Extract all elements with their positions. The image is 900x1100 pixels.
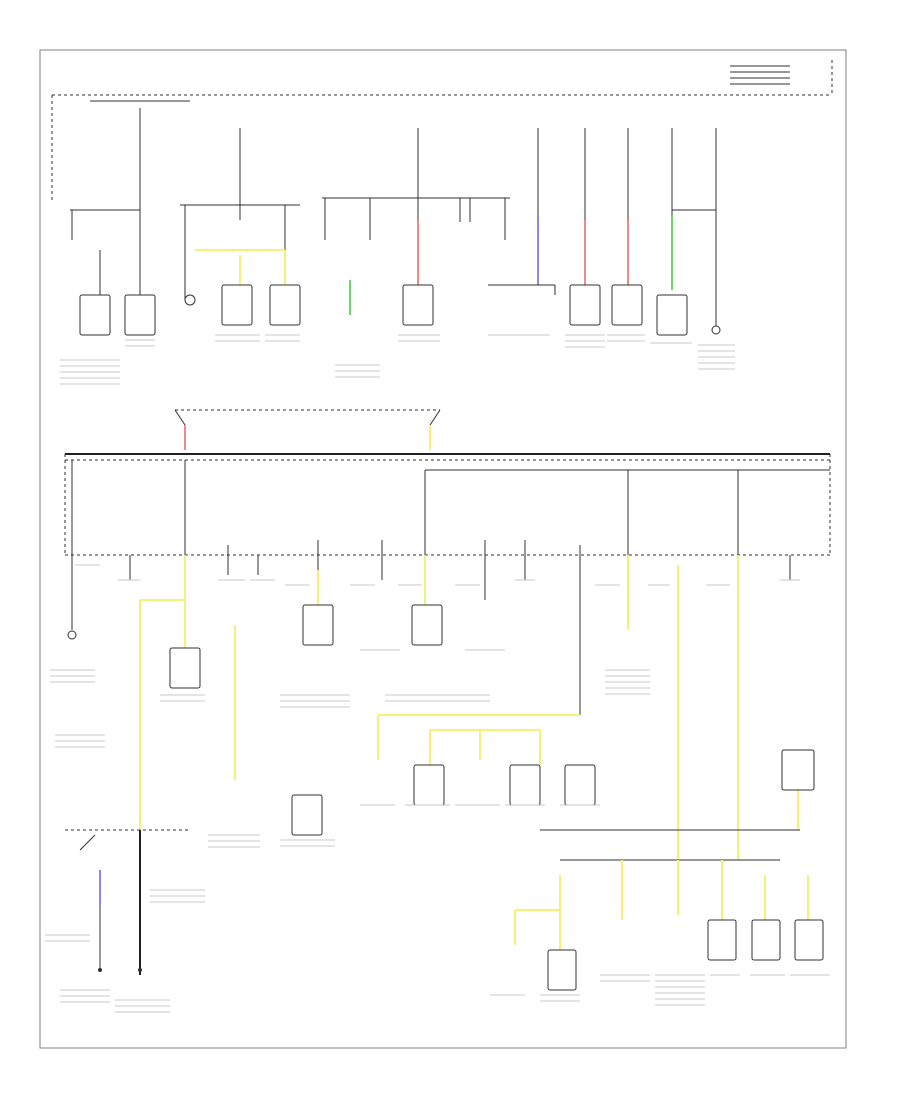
- bottom-ground-section: [45, 829, 830, 1013]
- middle-fuse-box-section: [50, 409, 831, 860]
- top-fuse-box-section: [51, 60, 833, 385]
- diagram-border: [39, 49, 847, 1049]
